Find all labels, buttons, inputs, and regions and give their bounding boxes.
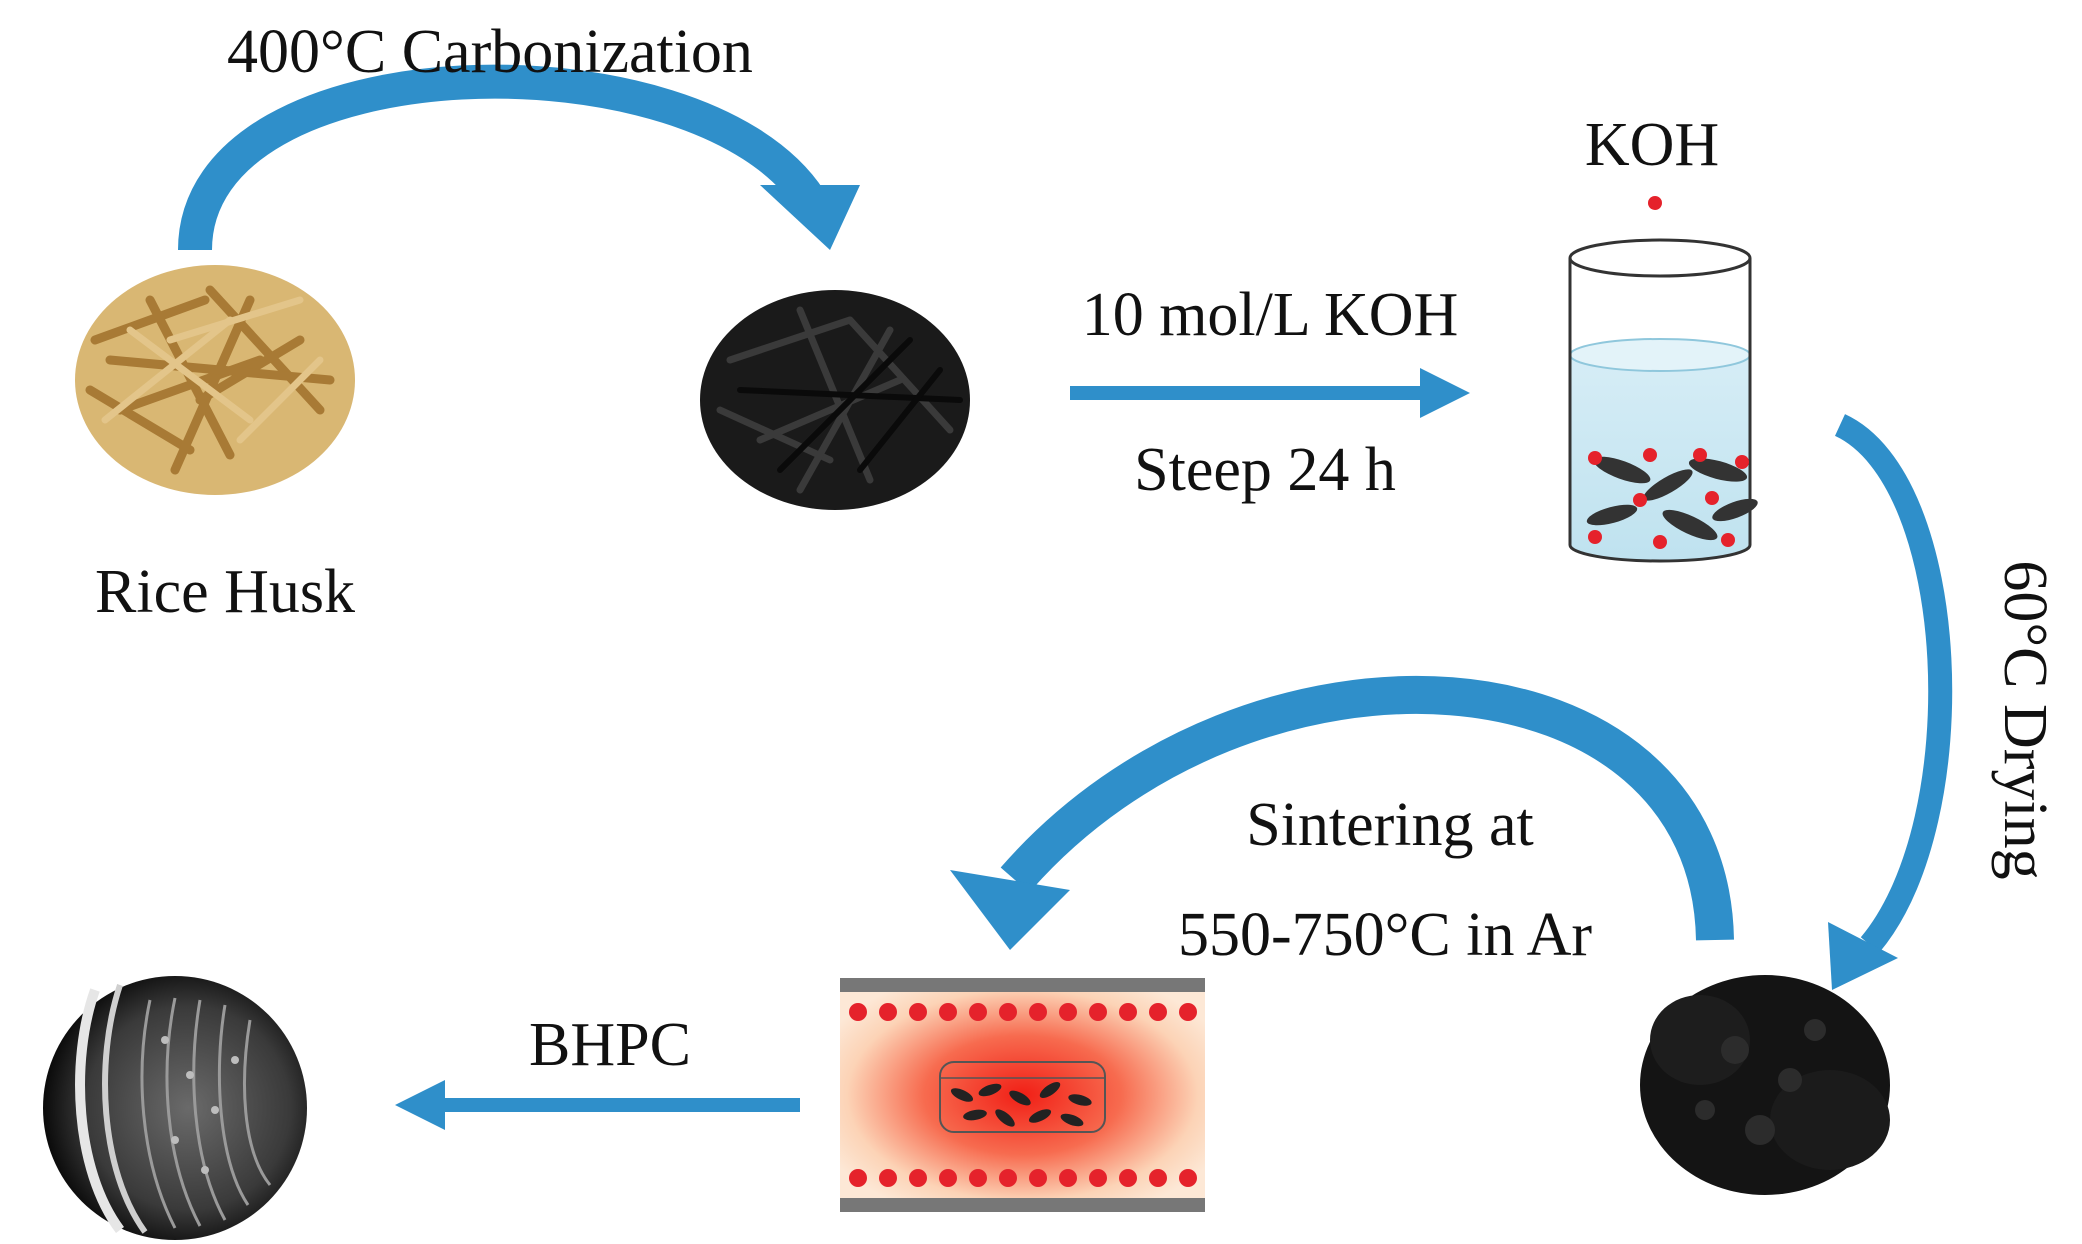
product-label: BHPC	[529, 1011, 691, 1079]
sintering-label-line2: 550-750°C in Ar	[1178, 901, 1592, 969]
sem-image	[43, 976, 307, 1240]
koh-label: KOH	[1585, 111, 1719, 179]
product-arrow	[395, 1080, 800, 1130]
drying-arrow	[1828, 414, 1953, 990]
rice-husk-label: Rice Husk	[95, 558, 355, 626]
rice-husk-image	[75, 265, 355, 495]
koh-concentration-label: 10 mol/L KOH	[1082, 281, 1459, 349]
drying-label: 60°C Drying	[1991, 560, 2059, 879]
steep-label: Steep 24 h	[1134, 436, 1396, 504]
tube-furnace-image	[840, 978, 1205, 1212]
carbonized-husk-image	[700, 290, 970, 510]
carbonization-arrow	[178, 64, 860, 251]
sintering-label-line1: Sintering at	[1246, 791, 1534, 859]
steep-arrow	[1070, 368, 1470, 418]
sintering-arrow	[950, 676, 1734, 950]
beaker-image	[1568, 238, 1758, 563]
carbonization-label: 400°C Carbonization	[227, 18, 753, 86]
koh-dot	[1648, 196, 1662, 210]
dried-mixture-image	[1640, 975, 1890, 1195]
